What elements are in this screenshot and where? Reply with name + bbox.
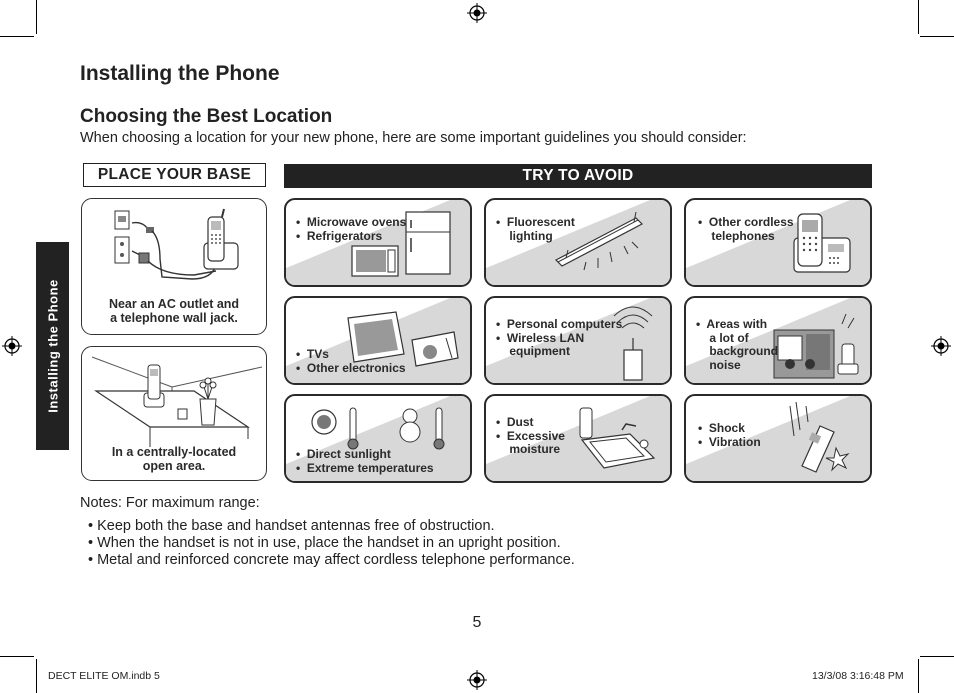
caption-line: • Direct sunlight [296, 447, 391, 461]
caption-line: • Refrigerators [296, 228, 383, 243]
footer-file: DECT ELITE OM.indb 5 [48, 670, 160, 682]
crop-mark [918, 0, 919, 34]
tv-radio-illustration [347, 311, 459, 367]
caption-line: • Vibration [698, 434, 761, 449]
crop-mark [920, 36, 954, 37]
crop-mark [36, 659, 37, 693]
note-item: • Metal and reinforced concrete may affe… [88, 552, 575, 568]
avoid-card-temperature: • Direct sunlight • Extreme temperatures [284, 394, 472, 483]
place-base-header: PLACE YOUR BASE [83, 163, 266, 187]
avoid-caption: • Areas with a lot of background noise [696, 317, 779, 372]
avoid-caption: • Personal computers • Wireless LAN equi… [496, 317, 623, 359]
caption-line: Near an AC outlet and [108, 297, 240, 311]
place-caption: In a centrally-located open area. [82, 445, 266, 473]
caption-line: • Other electronics [296, 360, 406, 375]
caption-line: a lot of [696, 330, 749, 345]
caption-line: • Personal computers [496, 317, 623, 331]
crop-mark [920, 656, 954, 657]
dropped-phone-illustration [789, 401, 850, 473]
avoid-caption: • Other cordless telephones [698, 215, 794, 243]
sink-illustration [579, 407, 656, 469]
crop-mark [0, 656, 34, 657]
crop-mark [36, 0, 37, 34]
avoid-caption: • TVs • Other electronics [296, 347, 406, 375]
caption-line: • Extreme temperatures [296, 460, 434, 475]
caption-line: moisture [496, 442, 561, 456]
section-title: Choosing the Best Location [80, 106, 333, 127]
avoid-card-fluorescent: • Fluorescent lighting [484, 198, 672, 287]
notes-heading: Notes: For maximum range: [80, 495, 260, 511]
avoid-card-shock: • Shock • Vibration [684, 394, 872, 483]
avoid-card-noise: • Areas with a lot of background noise [684, 296, 872, 385]
caption-line: • Other cordless [698, 215, 794, 229]
caption-line: telephones [698, 228, 775, 243]
registration-mark-icon [931, 336, 951, 356]
caption-line: • Wireless LAN [496, 330, 585, 345]
truck-illustration [773, 313, 859, 379]
caption-line: • TVs [296, 347, 329, 361]
central-area-illustration [91, 356, 263, 447]
side-tab-label: Installing the Phone [45, 279, 60, 413]
caption-line: • Areas with [696, 317, 768, 331]
registration-mark-icon [2, 336, 22, 356]
page-number: 5 [472, 614, 482, 631]
caption-line: • Dust [496, 415, 534, 429]
crop-mark [918, 659, 919, 693]
avoid-caption: • Dust • Excessive moisture [496, 415, 565, 457]
caption-line: background [696, 344, 779, 358]
place-caption: Near an AC outlet and a telephone wall j… [82, 297, 266, 325]
avoid-card-cordless: • Other cordless telephones [684, 198, 872, 287]
avoid-card-electronics: • TVs • Other electronics [284, 296, 472, 385]
avoid-caption: • Fluorescent lighting [496, 215, 575, 243]
stripe-background [686, 396, 870, 481]
avoid-card-appliances: • Microwave ovens • Refrigerators [284, 198, 472, 287]
place-card-central: In a centrally-located open area. [81, 346, 267, 481]
caption-line: • Fluorescent [496, 215, 575, 229]
caption-line: lighting [496, 228, 553, 243]
caption-line: open area. [142, 459, 206, 473]
crop-mark [0, 36, 34, 37]
caption-line: a telephone wall jack. [110, 311, 238, 325]
avoid-caption: • Direct sunlight • Extreme temperatures [296, 447, 434, 475]
caption-line: • Shock [698, 421, 745, 435]
avoid-caption: • Shock • Vibration [698, 421, 761, 449]
footer-timestamp: 13/3/08 3:16:48 PM [812, 670, 904, 682]
registration-mark-icon [467, 3, 487, 23]
side-tab: Installing the Phone [36, 242, 69, 450]
outlet-phone-illustration [114, 208, 239, 280]
note-item: • When the handset is not in use, place … [88, 535, 561, 551]
caption-line: • Excessive [496, 428, 565, 443]
stripe-background [486, 200, 670, 285]
caption-line: In a centrally-located [111, 445, 237, 459]
caption-line: noise [696, 357, 741, 372]
sun-snowman-illustration [311, 407, 445, 450]
wireless-router-illustration [613, 306, 653, 381]
registration-mark-icon [467, 670, 487, 690]
stripe-background [286, 396, 470, 481]
caption-line: • Microwave ovens [296, 215, 407, 229]
note-item: • Keep both the base and handset antenna… [88, 518, 495, 534]
appliances-illustration [351, 211, 451, 277]
intro-text: When choosing a location for your new ph… [80, 130, 747, 146]
page-title: Installing the Phone [80, 62, 280, 85]
fluorescent-light-illustration [554, 211, 644, 271]
avoid-card-computers: • Personal computers • Wireless LAN equi… [484, 296, 672, 385]
caption-line: equipment [496, 344, 571, 358]
avoid-caption: • Microwave ovens • Refrigerators [296, 215, 407, 243]
try-avoid-header: TRY TO AVOID [284, 164, 872, 188]
place-card-outlet: Near an AC outlet and a telephone wall j… [81, 198, 267, 335]
cordless-phone-illustration [793, 213, 851, 273]
avoid-card-dust: • Dust • Excessive moisture [484, 394, 672, 483]
